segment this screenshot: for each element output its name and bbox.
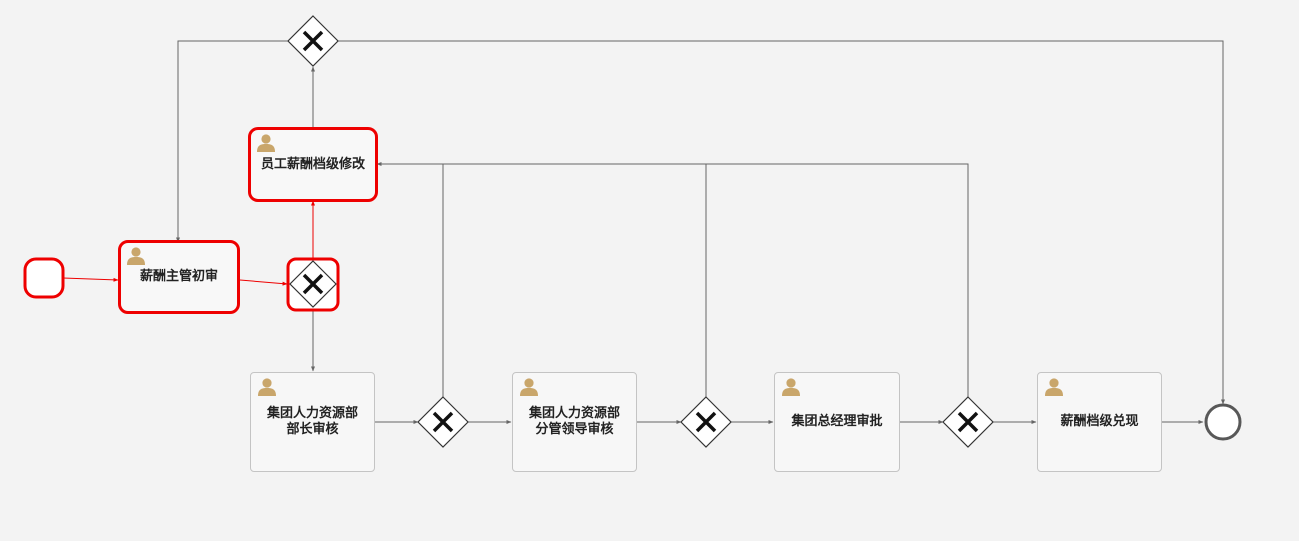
flow-topgw-to-end [337,40,1225,405]
flow-supervisor-to-midgw [239,279,288,286]
exclusive-gateway-x-icon [957,411,979,433]
gateway-middle[interactable] [286,257,340,312]
task-gm-approval[interactable]: 集团总经理审批 [774,372,900,472]
task-label: 集团总经理审批 [791,414,883,429]
gateway-after-hrhead[interactable] [417,396,469,448]
task-employee-salary-grade-edit[interactable]: 员工薪酬档级修改 [248,127,378,202]
user-icon [127,247,145,265]
user-icon [257,134,275,152]
start-event[interactable] [23,257,65,299]
flow-start-to-supervisor [62,277,119,282]
exclusive-gateway-x-icon [695,411,717,433]
exclusive-gateway-x-icon [302,273,324,295]
user-icon [258,378,276,396]
exclusive-gateway-x-icon [302,30,324,52]
task-hr-head-review[interactable]: 集团人力资源部 部长审核 [250,372,375,472]
exclusive-gateway-x-icon [432,411,454,433]
task-label: 员工薪酬档级修改 [260,156,365,172]
gateway-after-hrleader[interactable] [680,396,732,448]
end-event[interactable] [1204,403,1242,441]
user-icon [520,378,538,396]
gateway-after-gm[interactable] [942,396,994,448]
task-label: 集团人力资源部 部长审核 [266,406,358,437]
task-salary-supervisor-review[interactable]: 薪酬主管初审 [118,240,240,314]
task-label: 薪酬档级兑现 [1060,414,1139,429]
user-icon [1045,378,1063,396]
flow-gw3-return [376,162,969,397]
task-hr-leader-review[interactable]: 集团人力资源部 分管领导审核 [512,372,637,472]
gateway-top[interactable] [287,15,339,67]
flow-topgw-to-supervisor [176,40,288,243]
task-label: 薪酬主管初审 [139,269,218,284]
user-icon [782,378,800,396]
task-label: 集团人力资源部 分管领导审核 [528,406,620,437]
task-salary-grade-fulfill[interactable]: 薪酬档级兑现 [1037,372,1162,472]
